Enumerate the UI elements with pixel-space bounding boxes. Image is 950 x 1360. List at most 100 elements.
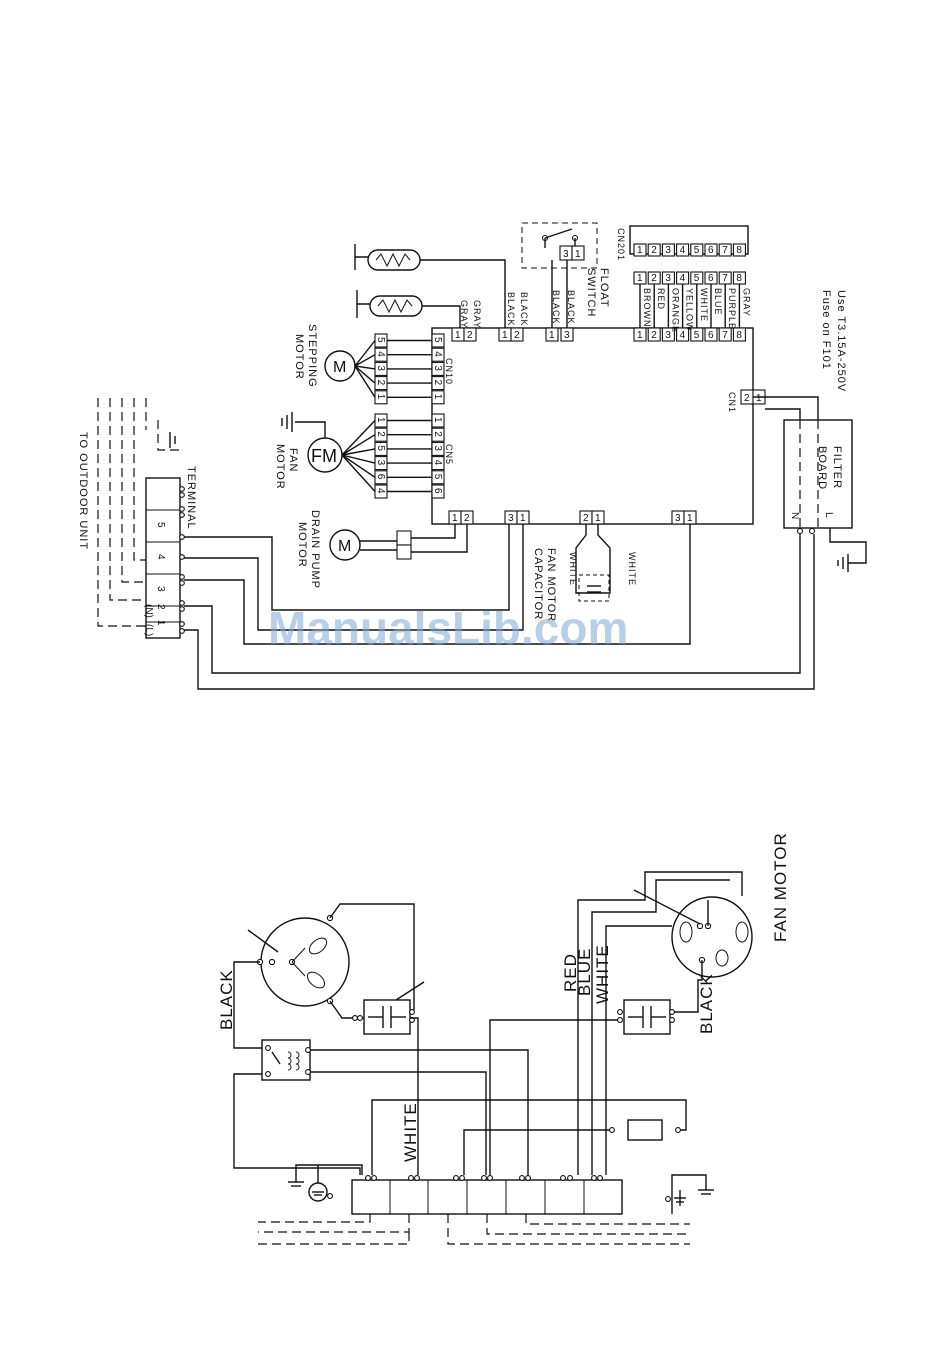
float-switch-label-2: SWITCH [585,268,597,317]
wire-label-gray-1: GRAY [472,300,482,329]
cn5-pin-label: 5 [432,474,443,480]
svg-text:1: 1 [549,330,555,341]
wire-fan-cap-terminal [489,1019,618,1175]
svg-text:1: 1 [595,513,601,524]
capacitor-wire-white-right: WHITE [627,552,637,586]
svg-text:1: 1 [502,330,508,341]
drain-pump-leads [360,540,397,551]
terminal-number: 1 [155,620,166,626]
capacitor-wire-white-left: WHITE [568,552,578,586]
wire-terminal-l [184,534,815,690]
watermark: ManualsLib.com [268,602,628,654]
cn10-pin-label: 3 [432,365,443,371]
fan-motor-ground-icon [281,412,293,432]
cn201-wire-color: BROWN [642,288,652,328]
wire-sensor-2 [422,305,461,328]
cn201-wire-pin-label: 8 [736,273,742,284]
cn5-pin-label: 4 [432,460,443,466]
fan-motor: FM FAN MOTOR [274,437,343,490]
lower-label-red: RED [561,953,580,992]
wire-terminal-4 [184,524,524,631]
cn5-pin-label: 6 [432,488,443,494]
overload-relay [261,1039,311,1081]
terminal-mark-n: (N) [143,604,154,618]
lower-ground-right [665,1174,714,1214]
cn10-pin-label: 4 [432,351,443,357]
fan-motor-capacitor-label-1: FAN MOTOR [545,548,557,622]
cn10-pin-label: 5 [432,337,443,343]
drain-pump-label-1: DRAIN PUMP [309,510,321,589]
filter-terminal-l: L [823,512,834,518]
svg-text:1: 1 [575,249,581,260]
cn5-pin-label: 2 [432,431,443,437]
fuse-note-line-2: Fuse on F101 [820,290,832,370]
cn5-motor-pin-label: 6 [375,474,386,480]
lower-ground-left [288,1164,363,1202]
svg-text:1: 1 [520,513,526,524]
lower-fuse [609,1119,681,1141]
wire-terminal-n [184,534,801,674]
cn201-wire-pin-label: 7 [722,273,728,284]
room-temperature-sensor [367,249,421,271]
compressor [247,914,350,1007]
fan-motor-capacitor-label-2: CAPACITOR [532,548,544,620]
to-outdoor-unit-label: TO OUTDOOR UNIT [77,432,89,550]
lower-fan-motor: FAN MOTOR [633,832,790,978]
lower-label-fan-motor: FAN MOTOR [771,832,790,942]
sensor-2-bracket [356,290,370,318]
cn10-label: CN10 [444,358,454,385]
wire-fan-blue [591,879,730,1175]
wire-label-gray-2: GRAY [459,300,469,329]
cn201-pcb-pin-label: 7 [722,330,728,341]
svg-text:3: 3 [508,513,514,524]
compressor-capacitor [352,981,425,1035]
wire-label-black-4: BLACK [551,290,561,325]
svg-text:1: 1 [756,393,762,404]
lower-label-blue: BLUE [575,948,594,996]
pipe-temperature-sensor [369,295,423,317]
cn201-pin-label: 8 [736,245,742,256]
outdoor-unit-wires [97,398,180,627]
main-pcb [431,327,754,525]
cn201-pcb-pin-label: 1 [637,330,643,341]
wire-fan-black [668,960,703,1013]
cn201-pin-label: 3 [665,245,671,256]
float-switch: 3 1 FLOAT SWITCH [521,222,610,317]
cn201-pcb-pin-label: 2 [651,330,657,341]
terminal-number: 5 [155,522,166,528]
cn5-label: CN5 [444,444,454,465]
wire-compressor-black [233,961,262,1049]
svg-text:2: 2 [583,513,589,524]
wire-compressor-cap-1 [329,903,415,1010]
fuse-note-line-1: Use T3.15A-250V [835,290,847,392]
cn5-pin-label: 1 [432,417,443,423]
terminal-number: 3 [155,586,166,592]
cn201-wire-color: YELLOW [685,288,695,332]
lower-label-white-left: WHITE [401,1102,420,1162]
cn10-pin-label: 2 [432,380,443,386]
cn201-wire-color: RED [656,288,666,310]
lower-terminal-strip [351,1179,623,1215]
cn5-motor-pin-label: 4 [375,488,386,494]
cn10-connector: CN10 [444,358,454,385]
wire-relay-1 [310,1049,529,1175]
svg-text:2: 2 [467,330,473,341]
fan-motor-label-2: MOTOR [274,444,286,490]
svg-text:3: 3 [563,249,569,260]
cn201-wire-color: PURPLE [727,288,737,330]
svg-text:3: 3 [675,513,681,524]
cn10-motor-pin-label: 2 [375,380,386,386]
wire-relay-terminal [233,1073,361,1175]
terminal-mark-l: (L) [143,624,154,636]
wire-float-switch [551,260,568,328]
stepping-motor-label-2: MOTOR [293,334,305,380]
wire-label-black-3: BLACK [566,290,576,325]
cn201-pin-label: 2 [651,245,657,256]
terminal-label: TERMINAL [185,466,197,530]
lower-outdoor-leads [258,1214,690,1245]
cn201-pcb-pin-label: 4 [680,330,686,341]
cn10-motor-pin-label: 1 [375,394,386,400]
stepping-motor-label-1: STEPPING [306,324,318,388]
